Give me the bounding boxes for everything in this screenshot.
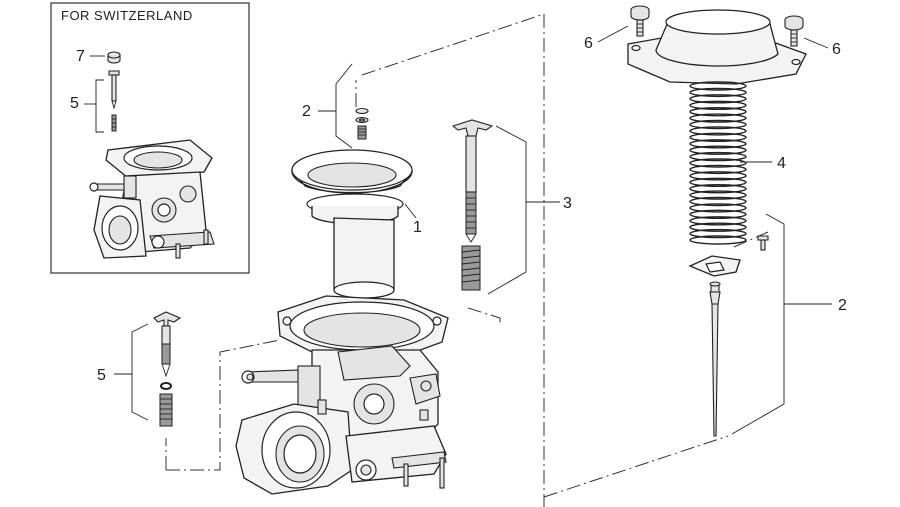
callout-2-right: 2 (838, 297, 847, 314)
part-1-diaphragm-slide (291, 149, 413, 299)
callout-4: 4 (777, 155, 786, 172)
spring-coil (689, 145, 747, 155)
callout-5: 5 (97, 367, 106, 384)
spring-coil (689, 94, 747, 104)
spring-coil (689, 228, 747, 239)
spring-coil (689, 222, 747, 232)
spring-coil (689, 119, 747, 130)
callout-6-right: 6 (832, 41, 841, 58)
spring-coil (689, 216, 747, 226)
spring-coil (689, 100, 747, 111)
spring-coil (689, 183, 747, 194)
spring-coil (689, 190, 747, 200)
spring-coil (689, 139, 747, 149)
spring-coil (689, 87, 747, 98)
spring-coil (689, 151, 747, 162)
part-6-screw-right (784, 15, 804, 47)
carburetor-body (235, 295, 449, 495)
spring-coil (689, 164, 747, 175)
callout-3: 3 (563, 195, 572, 212)
callout-2-top: 2 (302, 103, 311, 120)
part-2-needle-assembly (688, 235, 769, 437)
spring-coil (689, 126, 747, 136)
spring-coil (689, 203, 747, 213)
part-5-mixture-screw (153, 311, 182, 427)
inset-panel: FOR SWITZERLAND 7 5 (50, 2, 250, 274)
spring-coil (689, 196, 747, 207)
inset-callout-5: 5 (70, 95, 79, 112)
spring-coil (689, 209, 747, 220)
inset-title: FOR SWITZERLAND (61, 8, 193, 23)
assembly-dash-lines (165, 13, 769, 507)
part-3-pilot-screw (451, 119, 494, 291)
spring-coil (689, 132, 747, 143)
spring-coil (689, 106, 747, 117)
inset-mixture-screw-part (108, 70, 120, 132)
part-2-small-washers (355, 107, 369, 140)
inset-callout-7: 7 (76, 48, 85, 65)
inset-carburetor-body (89, 139, 215, 259)
spring-coil (689, 81, 747, 91)
inset-cap-part (107, 51, 121, 64)
chamber-cover-part (627, 9, 807, 85)
spring-coil (689, 171, 747, 181)
spring-coil (689, 235, 747, 245)
spring-coil (689, 113, 747, 123)
part-4-spring (689, 81, 747, 245)
spring-coil (689, 177, 747, 188)
part-6-screw-left (630, 5, 650, 37)
callout-1: 1 (413, 219, 422, 236)
spring-coil (689, 158, 747, 168)
callout-6-left: 6 (584, 35, 593, 52)
